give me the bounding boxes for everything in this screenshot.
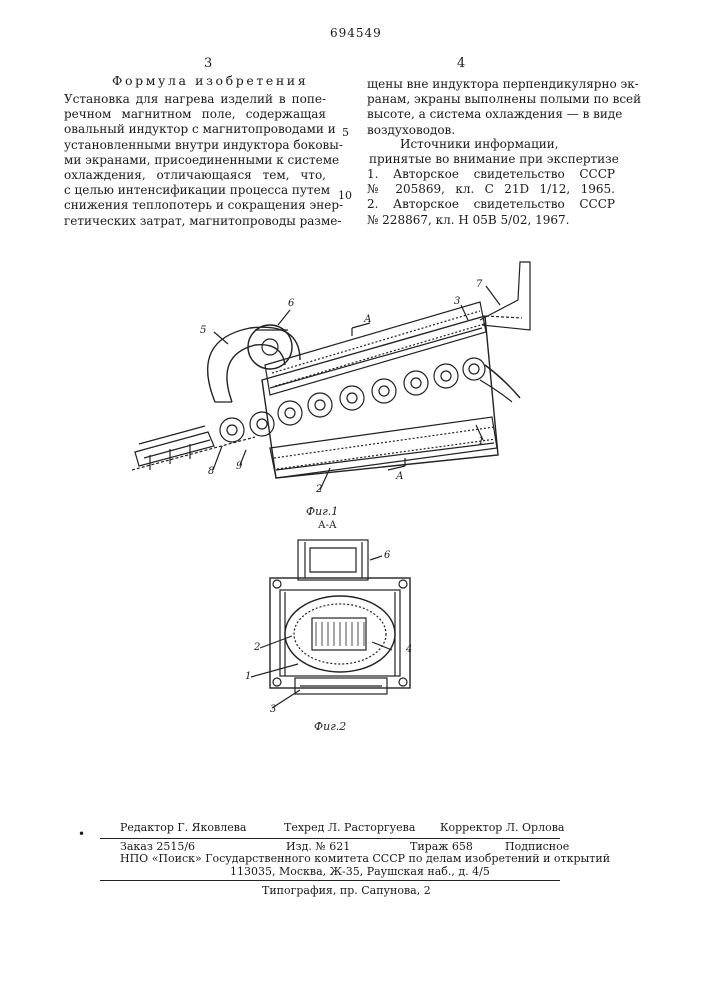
footer-corrector: Корректор Л. Орлова	[440, 821, 564, 834]
footer-divider-top	[100, 838, 560, 839]
footer-divider-bottom	[100, 880, 560, 881]
fig1-label-9: 9	[236, 461, 242, 472]
section-label: А-А	[318, 520, 337, 531]
fig2-label-3: 3	[270, 704, 276, 715]
footer-tech-editor: Техред Л. Расторгуева	[284, 821, 415, 834]
figure-1-drawing	[132, 262, 530, 490]
fig1-label-2: 2	[316, 484, 322, 495]
fig1-label-7: 7	[476, 279, 482, 290]
footer-typography: Типография, пр. Сапунова, 2	[262, 884, 431, 897]
figure-1-caption: Фиг.1	[306, 505, 338, 518]
fig1-label-8: 8	[208, 466, 214, 477]
fig1-label-5: 5	[200, 325, 206, 336]
fig2-label-6: 6	[384, 550, 390, 561]
footer-address: 113035, Москва, Ж-35, Раушская наб., д. …	[230, 865, 490, 878]
section-marker-top: А	[364, 314, 372, 325]
fig1-label-1: 1	[478, 436, 484, 447]
footer-editor: Редактор Г. Яковлева	[120, 821, 246, 834]
figure-2-caption: Фиг.2	[314, 720, 346, 733]
fig1-label-3: 3	[454, 296, 460, 307]
figure-2-drawing	[251, 540, 410, 708]
fig2-label-2: 2	[254, 642, 260, 653]
fig2-label-4: 4	[406, 644, 412, 655]
footer-organization: НПО «Поиск» Государственного комитета СС…	[120, 852, 610, 865]
section-marker-bottom: А	[396, 471, 404, 482]
footer-bullet-icon: •	[78, 827, 85, 841]
fig2-label-1: 1	[245, 671, 251, 682]
fig1-label-6: 6	[288, 298, 294, 309]
